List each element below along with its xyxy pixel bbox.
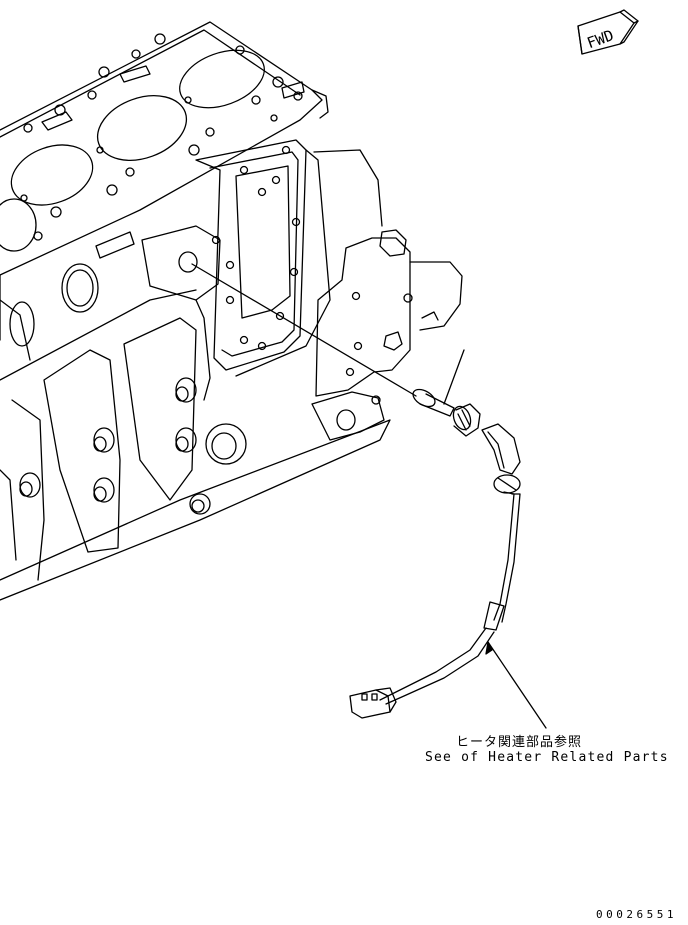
heater-harness bbox=[350, 424, 520, 718]
assembly-line bbox=[192, 264, 416, 396]
fwd-arrow-icon: FWD bbox=[578, 10, 638, 54]
callout-note-en: See of Heater Related Parts bbox=[425, 750, 669, 765]
bolt-boss bbox=[190, 494, 210, 514]
cylinder-block-deck bbox=[0, 22, 328, 340]
callout-note-jp: ヒータ関連部品参照 bbox=[456, 735, 583, 750]
callout-leader bbox=[444, 350, 464, 404]
bolt-boss bbox=[176, 378, 196, 402]
arrowhead-icon bbox=[486, 642, 492, 654]
bolt-boss bbox=[94, 478, 114, 502]
front-housing bbox=[142, 140, 462, 440]
bolt-boss bbox=[176, 428, 196, 452]
callout-leader bbox=[488, 642, 546, 728]
bolt-boss bbox=[10, 302, 34, 346]
cylinder-block-side bbox=[0, 290, 390, 600]
drawing-number: 00026551 bbox=[596, 908, 677, 921]
bolt-boss bbox=[94, 428, 114, 452]
heater-element bbox=[410, 386, 480, 436]
bolt-boss bbox=[206, 424, 246, 464]
bolt-boss bbox=[20, 473, 40, 497]
